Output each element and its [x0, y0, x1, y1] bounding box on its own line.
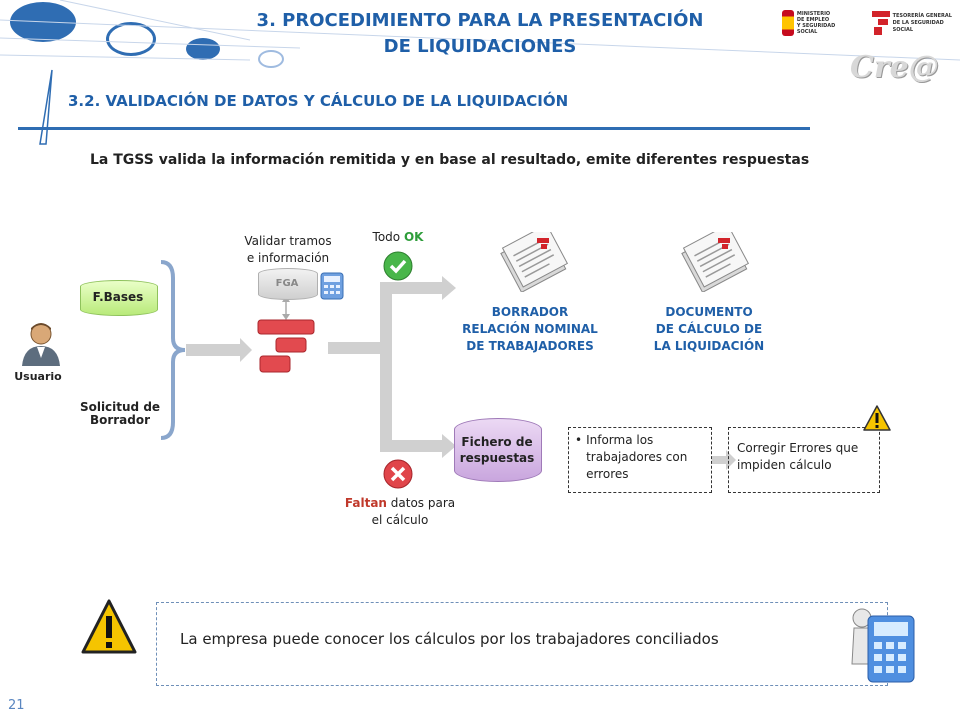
responses-database: [454, 418, 542, 482]
correct-line-2: impiden cálculo: [737, 458, 832, 472]
ministry-logo: MINISTERIO DE EMPLEO Y SEGURIDAD SOCIAL: [782, 4, 842, 42]
brand-logo: Cre@: [850, 50, 939, 85]
missing-data-label: Faltan datos para el cálculo: [330, 495, 470, 529]
note-text: La empresa puede conocer los cálculos po…: [180, 630, 719, 648]
user-icon: [22, 323, 60, 366]
tgss-process-icon: [257, 319, 315, 373]
section-subtitle: 3.2. VALIDACIÓN DE DATOS Y CÁLCULO DE LA…: [68, 92, 569, 110]
missing-line-1: Faltan datos para: [330, 495, 470, 512]
doc1-line-2: RELACIÓN NOMINAL: [462, 322, 598, 336]
draft-document-icon: [500, 232, 569, 292]
informs-line-1: Informa los: [586, 433, 654, 447]
check-icon: [383, 251, 413, 281]
validate-line-2: e información: [246, 251, 330, 265]
calculation-document-label: DOCUMENTO DE CÁLCULO DE LA LIQUIDACIÓN: [624, 304, 794, 355]
doc2-line-3: LA LIQUIDACIÓN: [653, 339, 765, 353]
informs-line-3: errores: [586, 467, 629, 481]
ministry-line-1: MINISTERIO: [796, 11, 831, 17]
doc1-line-1: BORRADOR: [491, 305, 569, 319]
validate-label: Validar tramos e información: [228, 233, 348, 267]
ministry-line-2: DE EMPLEO: [796, 17, 830, 23]
informs-box: • Informa los trabajadores con errores: [568, 427, 712, 493]
informs-line-2: trabajadores con: [586, 450, 688, 464]
request-line-2: Borrador: [89, 413, 151, 427]
ok-label: Todo OK: [360, 230, 436, 244]
missing-line-2: el cálculo: [371, 513, 429, 527]
intro-text: La TGSS valida la información remitida y…: [90, 152, 810, 168]
decor-lines: [0, 0, 960, 145]
calculator-icon: [320, 272, 344, 300]
responses-line-2: respuestas: [459, 451, 535, 465]
decor-circle-outline: [106, 22, 156, 56]
tgss-line-1: TESORERÍA GENERAL: [892, 12, 952, 19]
coat-of-arms-icon: [782, 10, 794, 36]
request-label: Solicitud de Borrador: [70, 401, 170, 427]
header-divider: [18, 127, 810, 130]
tgss-line-2: DE LA SEGURIDAD SOCIAL: [892, 19, 944, 33]
tgss-logo: TESORERÍA GENERAL DE LA SEGURIDAD SOCIAL: [870, 4, 958, 42]
fga-database: [258, 268, 318, 300]
draft-document-label: BORRADOR RELACIÓN NOMINAL DE TRABAJADORE…: [440, 304, 620, 355]
fbases-label: F.Bases: [92, 290, 144, 304]
request-line-1: Solicitud de: [79, 400, 161, 414]
doc2-line-1: DOCUMENTO: [665, 305, 753, 319]
doc2-line-2: DE CÁLCULO DE: [655, 322, 763, 336]
missing-rest: datos para: [386, 496, 456, 510]
warning-large-icon: [81, 599, 137, 654]
page-number: 21: [8, 698, 25, 713]
responses-label: Fichero de respuestas: [454, 434, 540, 466]
error-icon: [383, 459, 413, 489]
bracket: [160, 260, 186, 440]
decor-circle-small: [186, 38, 220, 60]
correct-errors-box: Corregir Errores que impiden cálculo: [728, 427, 880, 493]
missing-word: Faltan: [344, 496, 387, 510]
responses-line-1: Fichero de: [461, 435, 533, 449]
fga-label: FGA: [275, 278, 299, 289]
calculation-document-icon: [681, 232, 750, 292]
decor-circle-tiny: [258, 50, 284, 68]
calculator-person-icon: [851, 608, 915, 683]
ok-prefix: Todo: [372, 230, 404, 244]
title-line-2: DE LIQUIDACIONES: [383, 36, 577, 57]
correct-line-1: Corregir Errores que: [737, 441, 859, 455]
page-title: 3. PROCEDIMIENTO PARA LA PRESENTACIÓN DE…: [200, 8, 760, 60]
title-line-1: 3. PROCEDIMIENTO PARA LA PRESENTACIÓN: [256, 10, 704, 31]
fbases-database: [80, 280, 158, 316]
bullet-icon: •: [575, 433, 583, 447]
warning-small-icon: [863, 405, 891, 431]
tgss-symbol-icon: [872, 11, 890, 35]
ministry-line-3: Y SEGURIDAD SOCIAL: [796, 23, 836, 35]
user-label: Usuario: [14, 370, 62, 383]
doc1-line-3: DE TRABAJADORES: [466, 339, 594, 353]
ok-word: OK: [403, 230, 424, 244]
validate-line-1: Validar tramos: [244, 234, 332, 248]
